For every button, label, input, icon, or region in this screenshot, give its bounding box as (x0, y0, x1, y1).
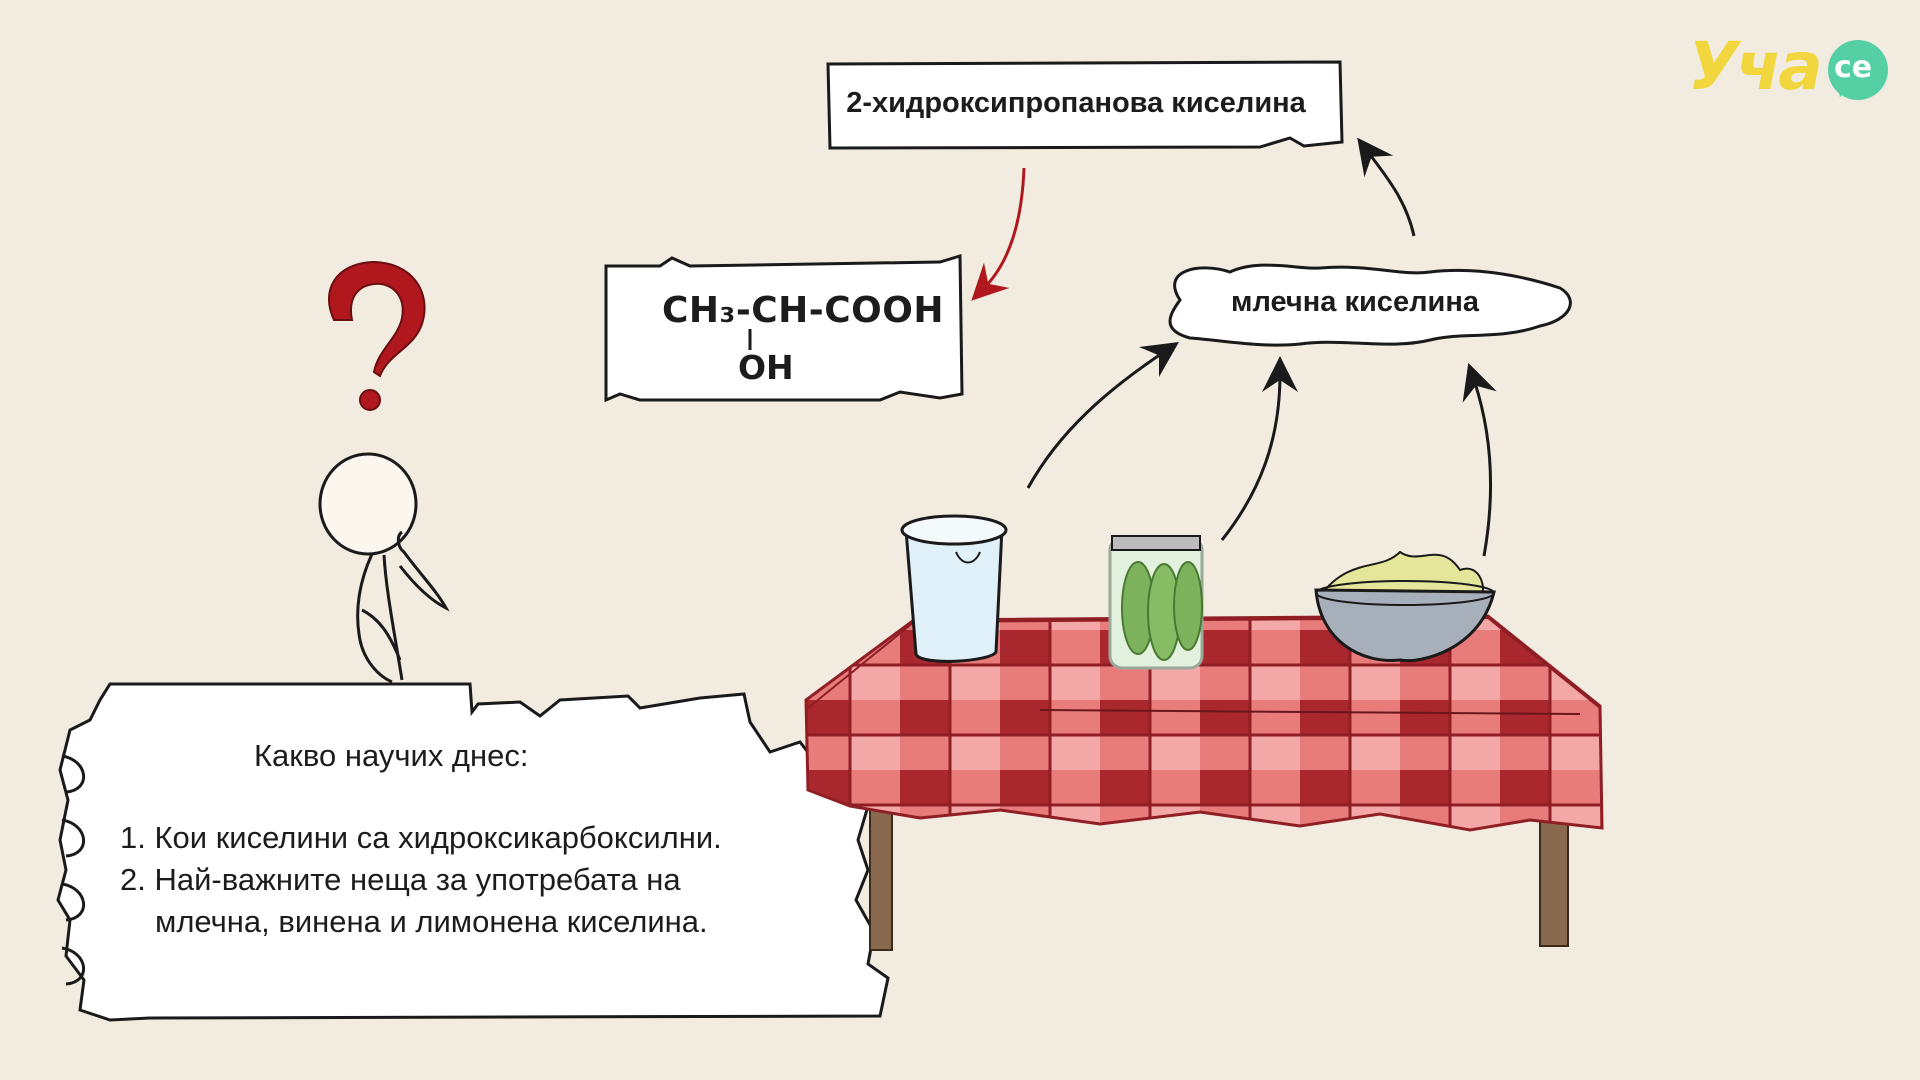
formula-box (604, 253, 964, 403)
milk-glass-icon (900, 514, 1008, 663)
iupac-name-label: 2-хидроксипропанова киселина (846, 87, 1306, 119)
question-mark-icon (328, 260, 426, 411)
arrow-pickles-to-cloud (1220, 356, 1298, 541)
arrow-cloud-to-name (1357, 137, 1416, 237)
formula-oh-group: OH (738, 348, 794, 387)
cabbage-bowl-icon (1314, 550, 1496, 663)
summary-item-2-continued: млечна, винена и лимонена киселина. (155, 904, 708, 939)
speech-bubble-icon (1828, 40, 1888, 100)
lactic-acid-cloud (1168, 263, 1572, 347)
table (804, 614, 1604, 951)
brand-wordmark: Уча (1688, 28, 1823, 105)
summary-title: Какво научих днес: (254, 738, 529, 773)
brand-logo: Уча се (1688, 22, 1898, 112)
red-arrow (971, 167, 1026, 301)
brand-badge-text: се (1834, 50, 1873, 85)
stick-figure-thinking (318, 452, 450, 684)
arrow-milk-to-cloud (1026, 342, 1179, 489)
pickle-jar-icon (1108, 535, 1204, 670)
arrow-salad-to-cloud (1462, 362, 1497, 557)
summary-item-1: 1. Кои киселини са хидроксикарбоксилни. (120, 820, 722, 855)
summary-item-2: 2. Най-важните неща за употребата на (120, 862, 681, 897)
lactic-acid-label: млечна киселина (1231, 286, 1479, 318)
chemical-formula: CH₃-CH-COOH (662, 290, 945, 331)
iupac-name-box (826, 60, 1344, 150)
summary-paper (56, 682, 890, 1022)
